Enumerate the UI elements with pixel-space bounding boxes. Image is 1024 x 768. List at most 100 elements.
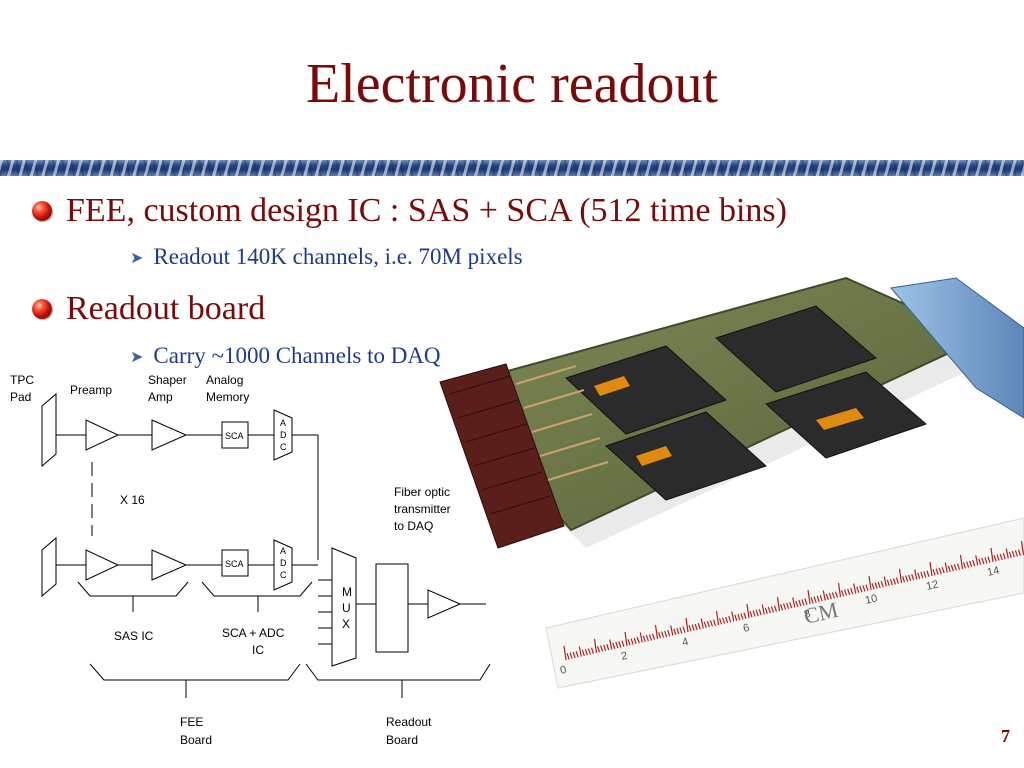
fiber-transmitter — [375, 563, 409, 653]
tpc-pad-top — [41, 392, 57, 468]
ruler-tick — [901, 576, 906, 583]
ruler-tick — [587, 648, 591, 655]
ruler-tick — [810, 597, 814, 604]
ruler-tick — [990, 547, 994, 563]
ruler-tick — [1002, 553, 1006, 560]
ruler-tick — [569, 652, 573, 659]
sub-bullet-1: ➤ Readout 140K channels, i.e. 70M pixels — [130, 244, 523, 270]
label-x16: X 16 — [120, 493, 145, 507]
label-adc-c-bottom: C — [280, 570, 287, 580]
ruler-tick — [627, 639, 631, 646]
ruler-tick — [993, 555, 997, 562]
ruler-tick — [718, 618, 723, 625]
ruler-tick — [1005, 548, 1009, 559]
label-fee-board: Board — [180, 733, 212, 747]
ruler-tick — [917, 572, 921, 579]
ruler-tick — [865, 584, 869, 591]
ruler-tick — [712, 619, 717, 626]
ruler-tick — [953, 564, 957, 571]
ruler-tick — [1014, 550, 1018, 557]
sca-bottom — [221, 549, 249, 577]
ruler-tick — [767, 606, 771, 614]
ruler-tick — [859, 585, 863, 593]
output-driver — [427, 589, 462, 619]
ruler-tick — [962, 562, 967, 569]
ruler-tick — [819, 595, 823, 602]
sub-bullet-1-text: Readout 140K channels, i.e. 70M pixels — [153, 244, 523, 269]
label-fee: FEE — [180, 715, 203, 729]
fee-board-brace — [89, 663, 301, 681]
ruler-tick — [844, 589, 848, 596]
ruler-tick — [895, 577, 900, 584]
ruler-tick — [639, 632, 643, 643]
label-sca-adc-ic: IC — [252, 643, 264, 657]
ruler-tick — [645, 634, 649, 642]
ruler-tick — [624, 631, 628, 647]
label-analog: Analog — [206, 373, 243, 387]
ruler-tick — [609, 639, 613, 650]
ruler-number: 6 — [742, 622, 751, 635]
ruler-tick — [950, 564, 954, 572]
label-fiber-3: to DAQ — [394, 519, 433, 533]
ruler-number: 0 — [559, 664, 568, 677]
ruler-tick — [877, 581, 881, 589]
ruler-tick — [664, 630, 668, 638]
ruler-tick — [700, 618, 704, 629]
ruler-tick — [816, 595, 820, 603]
bullet-2-text: Readout board — [66, 290, 266, 327]
ruler-tick — [807, 589, 811, 605]
ruler-tick — [566, 653, 570, 660]
ruler-number: 12 — [925, 578, 940, 592]
shaper-top — [151, 419, 188, 451]
ruler-tick — [593, 638, 598, 654]
ruler-tick — [975, 555, 979, 566]
ruler-tick — [1017, 549, 1022, 556]
readout-board-brace — [305, 663, 491, 681]
ruler-tick — [956, 563, 961, 570]
ruler-tick — [789, 602, 793, 609]
ruler-tick — [621, 640, 625, 647]
fiber-connector — [890, 277, 1024, 419]
ruler-tick — [761, 604, 765, 615]
ruler-tick — [770, 606, 774, 613]
blue-arrow-bullet-icon: ➤ — [130, 346, 144, 366]
ruler-tick — [892, 578, 896, 585]
ruler-tick — [929, 561, 933, 577]
decorative-divider-bar — [0, 160, 1024, 176]
ruler-tick — [825, 593, 829, 600]
ruler-tick — [886, 579, 890, 586]
ruler-tick — [1008, 551, 1012, 558]
ruler-tick — [734, 614, 738, 621]
ruler-tick — [606, 644, 610, 651]
sub-bullet-2: ➤ Carry ~1000 Channels to DAQ — [130, 343, 441, 369]
ruler-tick — [853, 583, 857, 594]
ruler-tick — [837, 582, 842, 598]
ruler-tick — [651, 633, 656, 640]
ruler-tick — [856, 586, 860, 593]
ruler-tick — [908, 574, 912, 582]
label-adc-d-top: D — [280, 430, 287, 440]
ruler-tick — [648, 634, 652, 641]
red-ball-bullet-icon — [32, 299, 52, 319]
ruler-tick — [563, 645, 567, 661]
ruler-tick — [935, 568, 939, 575]
ruler-tick — [898, 568, 903, 584]
ruler-tick — [883, 576, 887, 587]
ruler-tick — [654, 624, 659, 640]
ruler-tick — [661, 631, 665, 638]
ruler-tick — [831, 592, 835, 599]
label-tpc: TPC — [10, 373, 34, 387]
ruler-tick — [676, 627, 680, 635]
ruler-tick — [1011, 550, 1015, 558]
ruler-tick — [969, 560, 973, 568]
ruler-tick — [682, 626, 686, 633]
ruler-number: 4 — [681, 636, 690, 649]
ruler-tick — [694, 623, 698, 631]
ruler-tick — [612, 642, 616, 649]
ruler-tick — [575, 651, 579, 658]
ruler-tick — [840, 590, 845, 597]
ruler-tick — [679, 627, 683, 634]
label-adc-d-bottom: D — [280, 558, 287, 568]
ruler-tick — [1020, 540, 1024, 556]
